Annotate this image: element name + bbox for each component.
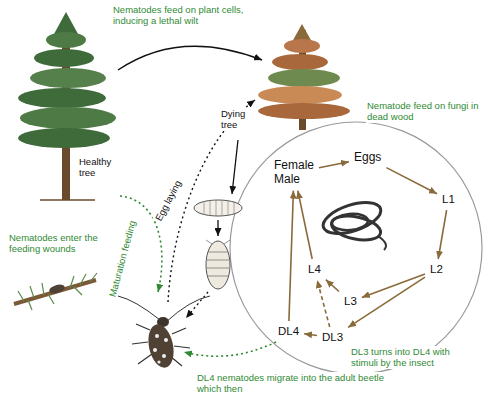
beetle-drawing (118, 296, 210, 370)
lifecycle-circle (230, 122, 482, 374)
healthy-tree (18, 12, 116, 200)
healthy-tree (40, 199, 95, 201)
lifecycle-arrow (289, 191, 294, 321)
annotation: DL4 nematodes migrate into the adult bee… (196, 372, 408, 395)
annotation: Nematode feed on fungi in dead wood (366, 100, 486, 123)
annotation: Healthy tree (78, 156, 112, 179)
lifecycle-arrow (319, 162, 349, 168)
pupa-drawing (186, 240, 230, 318)
egg-laying-arrow (168, 100, 255, 302)
healthy-tree (20, 107, 116, 129)
branch-drawing (14, 280, 96, 304)
lifecycle-arrow (438, 210, 446, 259)
dying-tree (258, 24, 350, 130)
beetle-drawing (155, 334, 159, 338)
dying-tree (258, 86, 342, 104)
lifecycle-arrow (348, 277, 425, 327)
nematode-drawing (319, 196, 386, 250)
nematode-drawing (331, 212, 368, 231)
infection-arrow (118, 46, 262, 70)
lifecycle-circle (230, 122, 482, 374)
stage-label: L4 (306, 262, 323, 277)
lifecycle-arrow (317, 280, 330, 327)
dying-tree (284, 39, 320, 53)
stage-name: L3 (344, 295, 357, 308)
beetle-drawing (145, 322, 178, 370)
healthy-tree (34, 49, 94, 67)
lifecycle-arrow (298, 191, 312, 259)
larva-drawing (232, 140, 238, 194)
stage-name: L1 (442, 193, 455, 206)
nematode-drawing (329, 212, 382, 244)
branch-drawing (14, 273, 97, 310)
larva-drawing (217, 220, 218, 236)
larva-drawing (204, 200, 234, 216)
beetle-drawing (164, 338, 168, 342)
branch-drawing (18, 273, 97, 310)
beetle-drawing (157, 360, 160, 363)
healthy-tree (18, 128, 110, 148)
lifecycle-arrow (362, 274, 425, 298)
annotation: DL3 turns into DL4 with stimuli by the i… (350, 346, 480, 369)
stage-label: L2 (428, 262, 445, 277)
annotation: Nematodes enter the feeding wounds (8, 232, 106, 255)
beetle-drawing (153, 348, 157, 352)
stage-name: DL3 (322, 331, 343, 344)
nematode-drawing (378, 236, 386, 250)
dying-tree (268, 69, 340, 87)
infection-arrow (118, 46, 262, 70)
larva-drawing (194, 140, 242, 236)
stage-name: Female Male (274, 159, 314, 187)
dying-tree (272, 54, 328, 70)
stage-label: L1 (440, 192, 457, 207)
annotation: Maturation feeding (106, 218, 138, 299)
stage-label: DL4 (276, 324, 301, 339)
stage-label: Eggs (352, 150, 383, 166)
lifecycle-arrow (386, 168, 437, 194)
stage-label: L3 (342, 294, 359, 309)
healthy-tree (30, 68, 106, 88)
pupa-drawing (186, 292, 208, 318)
pupa-drawing (206, 241, 230, 289)
dying-tree (258, 103, 350, 119)
annotation: Dying tree (220, 108, 246, 131)
nematode-drawing (319, 196, 384, 239)
stage-name: L2 (430, 263, 443, 276)
pupa-drawing (206, 240, 230, 276)
healthy-tree (46, 32, 86, 48)
stage-label: Female Male (272, 158, 316, 188)
egg-laying-arrow (168, 100, 255, 302)
healthy-tree (18, 88, 106, 108)
lifecycle-arrow (326, 280, 339, 292)
branch-drawing (48, 283, 66, 295)
annotation: Egg laying (152, 177, 184, 223)
beetle-drawing (162, 354, 166, 358)
stage-label: DL3 (320, 330, 345, 345)
stage-name: Eggs (354, 151, 381, 165)
stage-name: L4 (308, 263, 321, 276)
dl4-migration-arrow (184, 342, 276, 356)
healthy-tree (54, 12, 78, 34)
stage-name: DL4 (278, 325, 299, 338)
larva-drawing (194, 200, 242, 216)
annotation: Nematodes feed on plant cells, inducing … (112, 4, 264, 27)
dl4-migration-arrow (184, 342, 276, 356)
lifecycle-arrow (304, 334, 317, 336)
